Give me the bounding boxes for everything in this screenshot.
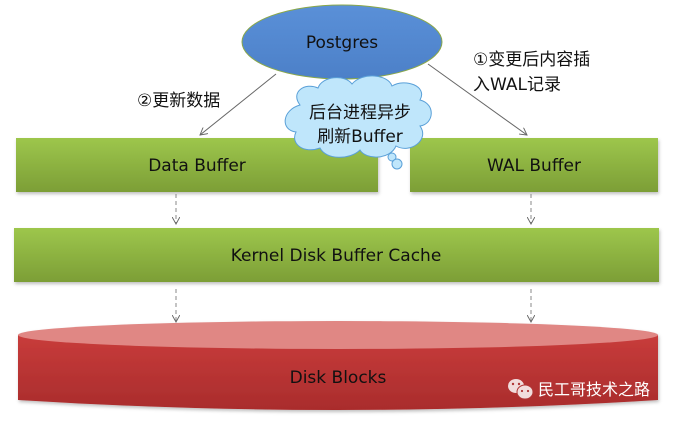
wal-insert-annotation-line1: ①变更后内容插 bbox=[473, 50, 590, 70]
wechat-icon bbox=[508, 379, 534, 400]
kernel-cache-label: Kernel Disk Buffer Cache bbox=[231, 246, 442, 266]
arrow-postgres-to-data-buffer bbox=[200, 73, 277, 135]
wal-buffer-label: WAL Buffer bbox=[487, 156, 581, 176]
background-flush-cloud bbox=[284, 75, 432, 170]
data-buffer-label: Data Buffer bbox=[148, 156, 246, 176]
bg-flush-annotation-line2: 刷新Buffer bbox=[317, 127, 403, 147]
disk-blocks-label: Disk Blocks bbox=[290, 368, 387, 388]
disk-blocks-cylinder bbox=[18, 321, 658, 410]
kernel-cache-box bbox=[14, 228, 659, 282]
postgres-label: Postgres bbox=[306, 33, 378, 53]
bg-flush-annotation-line1: 后台进程异步 bbox=[309, 103, 411, 123]
wal-insert-annotation-line2: 入WAL记录 bbox=[473, 75, 561, 95]
arrow-postgres-to-wal-buffer bbox=[427, 63, 527, 135]
watermark-text: 民工哥技术之路 bbox=[538, 380, 650, 399]
update-data-annotation: ②更新数据 bbox=[137, 91, 220, 111]
wal-buffer-box bbox=[410, 138, 658, 192]
